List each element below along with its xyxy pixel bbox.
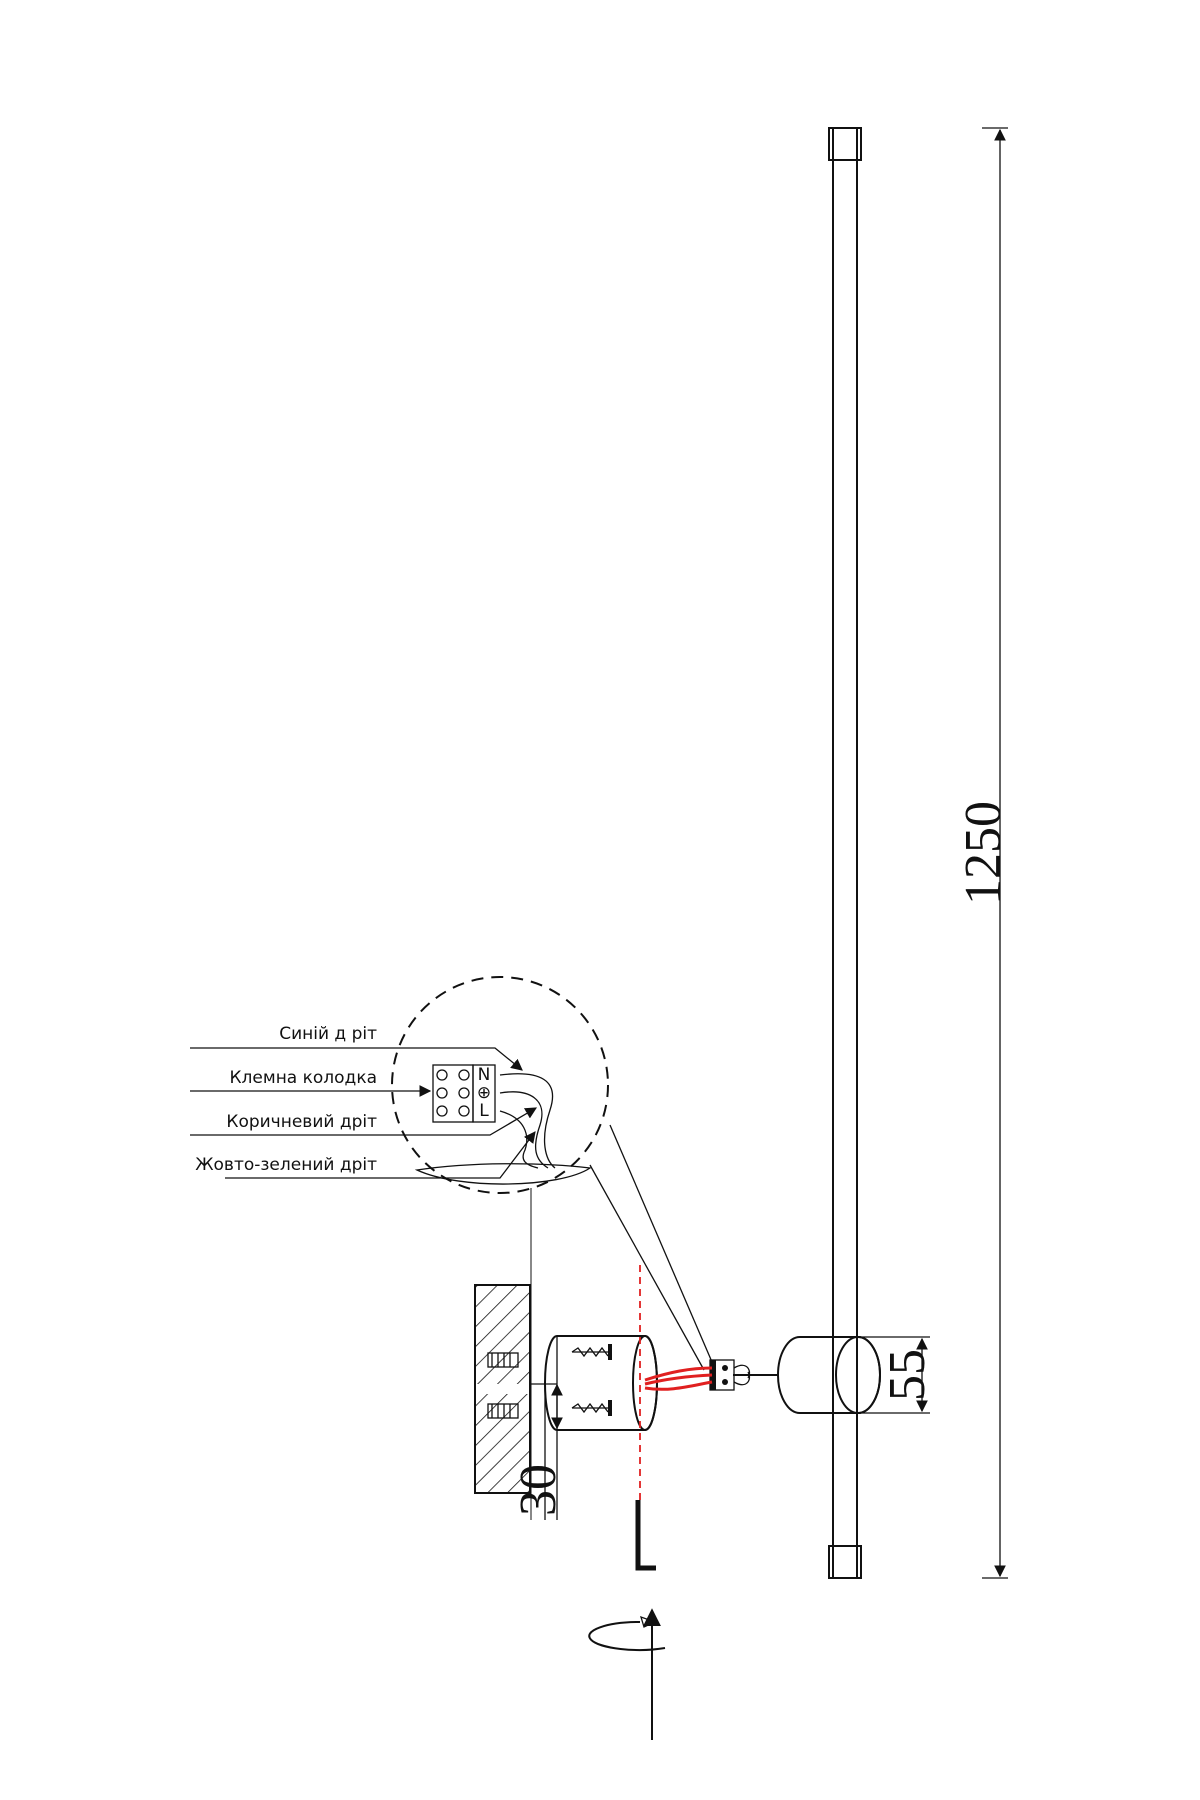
rotation-icon (588, 1608, 666, 1740)
dimension-mount-depth: 30 (510, 1336, 567, 1520)
label-earth-wire: Жовто-зелений дріт (195, 1155, 377, 1175)
dimension-label-55: 55 (879, 1349, 936, 1401)
screw-upper (571, 1344, 612, 1360)
terminal-block-detail: N ⊕ L (432, 1064, 496, 1123)
dimension-label-30: 30 (510, 1464, 567, 1516)
wall-plate (474, 1284, 557, 1494)
screw-lower (571, 1400, 612, 1416)
callout-lines (190, 1047, 538, 1179)
tube-end-cap-bottom (828, 1545, 862, 1579)
dimension-total-length: 1250 (955, 127, 1012, 1579)
label-terminal-block: Клемна колодка (229, 1068, 377, 1088)
light-tube (828, 127, 862, 1579)
magnifier-leader-1 (609, 1124, 713, 1363)
detail-magnifier: N ⊕ L (391, 976, 609, 1520)
dimension-label-1250: 1250 (955, 801, 1012, 905)
label-brown-wire: Коричневий дріт (226, 1112, 377, 1132)
allen-key (635, 1500, 656, 1571)
wall-plug-upper (487, 1352, 519, 1368)
terminal-mark-l: L (479, 1101, 489, 1121)
magnifier-leader-2 (589, 1164, 705, 1371)
connector-block-small (709, 1359, 751, 1391)
mounting-cup (544, 1335, 713, 1431)
terminal-mark-earth: ⊕ (477, 1083, 491, 1103)
label-blue-wire: Синій д ріт (279, 1024, 377, 1044)
supply-wires (644, 1366, 713, 1391)
terminal-mark-n: N (478, 1065, 491, 1085)
wall-plug-lower (487, 1403, 519, 1419)
dimension-body-height: 55 (858, 1336, 936, 1414)
tube-end-cap-top (828, 127, 862, 161)
